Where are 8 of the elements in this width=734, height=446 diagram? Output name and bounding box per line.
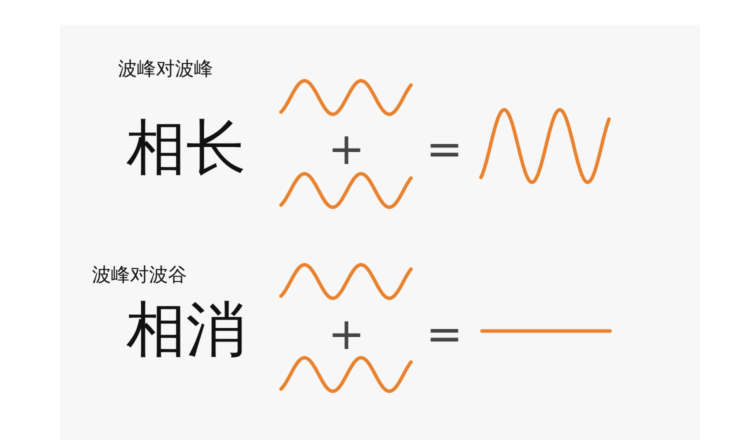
caption-text: 波峰对波峰 xyxy=(118,60,213,79)
plus-sign: + xyxy=(328,313,365,357)
heading-text: 相长 xyxy=(126,118,246,178)
caption-text: 波峰对波谷 xyxy=(92,266,187,285)
equals-sign: = xyxy=(426,313,463,357)
equals-sign: = xyxy=(426,128,463,172)
plus-sign: + xyxy=(328,128,365,172)
heading-text: 相消 xyxy=(126,300,246,360)
